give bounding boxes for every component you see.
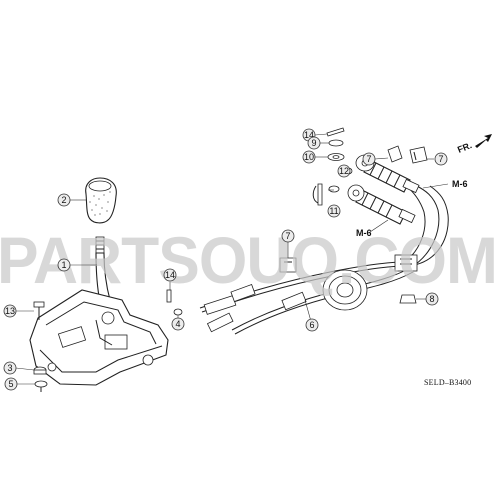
callout-13-label: 13 xyxy=(5,306,15,316)
callout-8[interactable]: 8 xyxy=(425,292,439,306)
callout-7-upper-right[interactable]: 7 xyxy=(434,152,448,166)
callout-11-label: 11 xyxy=(329,206,338,216)
bushing-3-part xyxy=(33,366,47,375)
callout-6-label: 6 xyxy=(309,320,314,330)
front-direction-label: FR. xyxy=(456,140,473,155)
callout-7-upper-right-label: 7 xyxy=(438,154,443,164)
callout-3-label: 3 xyxy=(7,363,12,373)
clip-7-lower xyxy=(279,257,297,273)
callout-6[interactable]: 6 xyxy=(305,318,319,332)
size-label-m6-lower: M-6 xyxy=(356,228,372,238)
callout-10[interactable]: 10 xyxy=(302,150,316,164)
callout-13[interactable]: 13 xyxy=(3,304,17,318)
callout-14-upper-label: 14 xyxy=(304,130,314,140)
callout-5[interactable]: 5 xyxy=(4,377,18,391)
callout-10-label: 10 xyxy=(304,152,314,162)
bolt-13-part xyxy=(33,301,45,320)
callout-5-label: 5 xyxy=(8,379,13,389)
clip-7-upper-right xyxy=(409,146,428,164)
shift-knob xyxy=(85,177,117,224)
pin-14-lower xyxy=(166,289,172,303)
callout-4[interactable]: 4 xyxy=(171,317,185,331)
callout-8-label: 8 xyxy=(429,294,434,304)
callout-12-label: 12 xyxy=(339,166,349,176)
callout-9[interactable]: 9 xyxy=(307,136,321,150)
callout-11[interactable]: 11 xyxy=(327,204,341,218)
callout-14-lower-label: 14 xyxy=(165,270,175,280)
callout-7-lower[interactable]: 7 xyxy=(281,229,295,243)
clip-7-upper-left xyxy=(387,145,403,163)
callout-9-label: 9 xyxy=(311,138,316,148)
front-direction-indicator: FR. xyxy=(456,134,492,155)
collar-5-part xyxy=(34,380,48,392)
front-arrow-icon xyxy=(475,134,492,148)
callout-2-label: 2 xyxy=(61,195,66,205)
callout-12[interactable]: 12 xyxy=(337,164,351,178)
diagram-code: SELD–B3400 xyxy=(424,378,471,387)
leader-lines xyxy=(15,133,449,385)
callout-2[interactable]: 2 xyxy=(57,193,71,207)
cable-end-boots xyxy=(347,154,420,225)
callout-7-upper-left-label: 7 xyxy=(366,154,371,164)
watermark: PARTSOUQ.COM xyxy=(0,223,497,297)
shift-base-housing xyxy=(29,289,169,386)
callout-14-lower[interactable]: 14 xyxy=(163,268,177,282)
callout-1[interactable]: 1 xyxy=(57,258,71,272)
callout-1-label: 1 xyxy=(61,260,66,270)
callout-7-upper-left[interactable]: 7 xyxy=(362,152,376,166)
callout-4-label: 4 xyxy=(175,319,180,329)
bolt-8-part xyxy=(399,294,417,304)
shift-cables xyxy=(199,184,449,335)
size-label-m6-upper: M-6 xyxy=(452,179,468,189)
callout-7-lower-label: 7 xyxy=(285,231,290,241)
washer-4-part xyxy=(173,308,183,316)
callout-3[interactable]: 3 xyxy=(3,361,17,375)
